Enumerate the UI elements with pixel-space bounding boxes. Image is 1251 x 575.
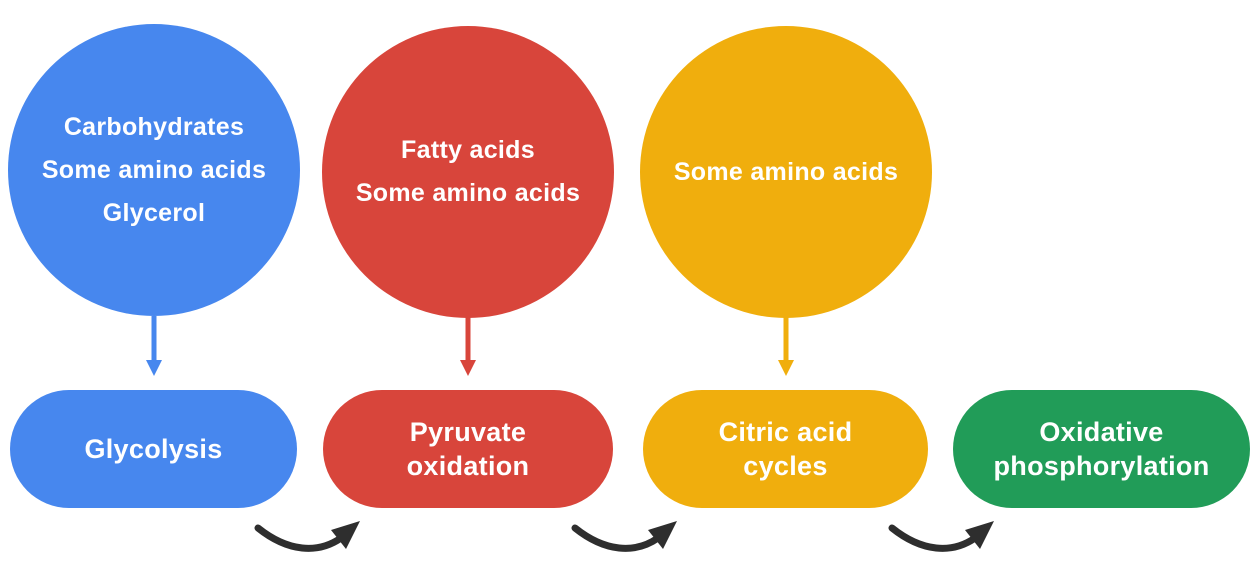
circle-text-line: Some amino acids (41, 155, 267, 184)
circle-text-line: Carbohydrates (63, 112, 245, 141)
pill-text-line: Glycolysis (84, 434, 223, 464)
down-arrow-blue (146, 316, 162, 376)
down-arrow-red (460, 316, 476, 376)
input-circle-carbohydrates: Carbohydrates Some amino acids Glycerol (8, 24, 300, 316)
pill-text-line: Pyruvate (409, 417, 527, 447)
pill-text-line: cycles (743, 451, 828, 481)
curved-arrow-citric-to-oxidative (888, 521, 994, 552)
input-circle-fatty-acids: Fatty acids Some amino acids (322, 26, 614, 318)
pill-text-line: Oxidative (1039, 417, 1164, 447)
circle-text-line: Some amino acids (355, 179, 581, 207)
curved-arrow-glycolysis-to-pyruvate (254, 521, 360, 552)
circle-text-line: Fatty acids (401, 136, 535, 164)
down-arrow-yellow (778, 316, 794, 376)
stage-pill-glycolysis: Glycolysis (10, 390, 297, 508)
circle-text-line: Some amino acids (673, 157, 899, 186)
pill-text-line: phosphorylation (993, 451, 1210, 481)
stage-pill-oxidative-phosphorylation: Oxidative phosphorylation (953, 390, 1250, 508)
curved-arrow-pyruvate-to-citric (571, 521, 677, 552)
stage-pill-pyruvate-oxidation: Pyruvate oxidation (323, 390, 613, 508)
pill-text-line: Citric acid (718, 417, 853, 447)
pill-text-line: oxidation (406, 451, 530, 481)
circle-text-line: Glycerol (102, 198, 206, 227)
stage-pill-citric-acid-cycles: Citric acid cycles (643, 390, 928, 508)
input-circle-amino-acids: Some amino acids (640, 26, 932, 318)
